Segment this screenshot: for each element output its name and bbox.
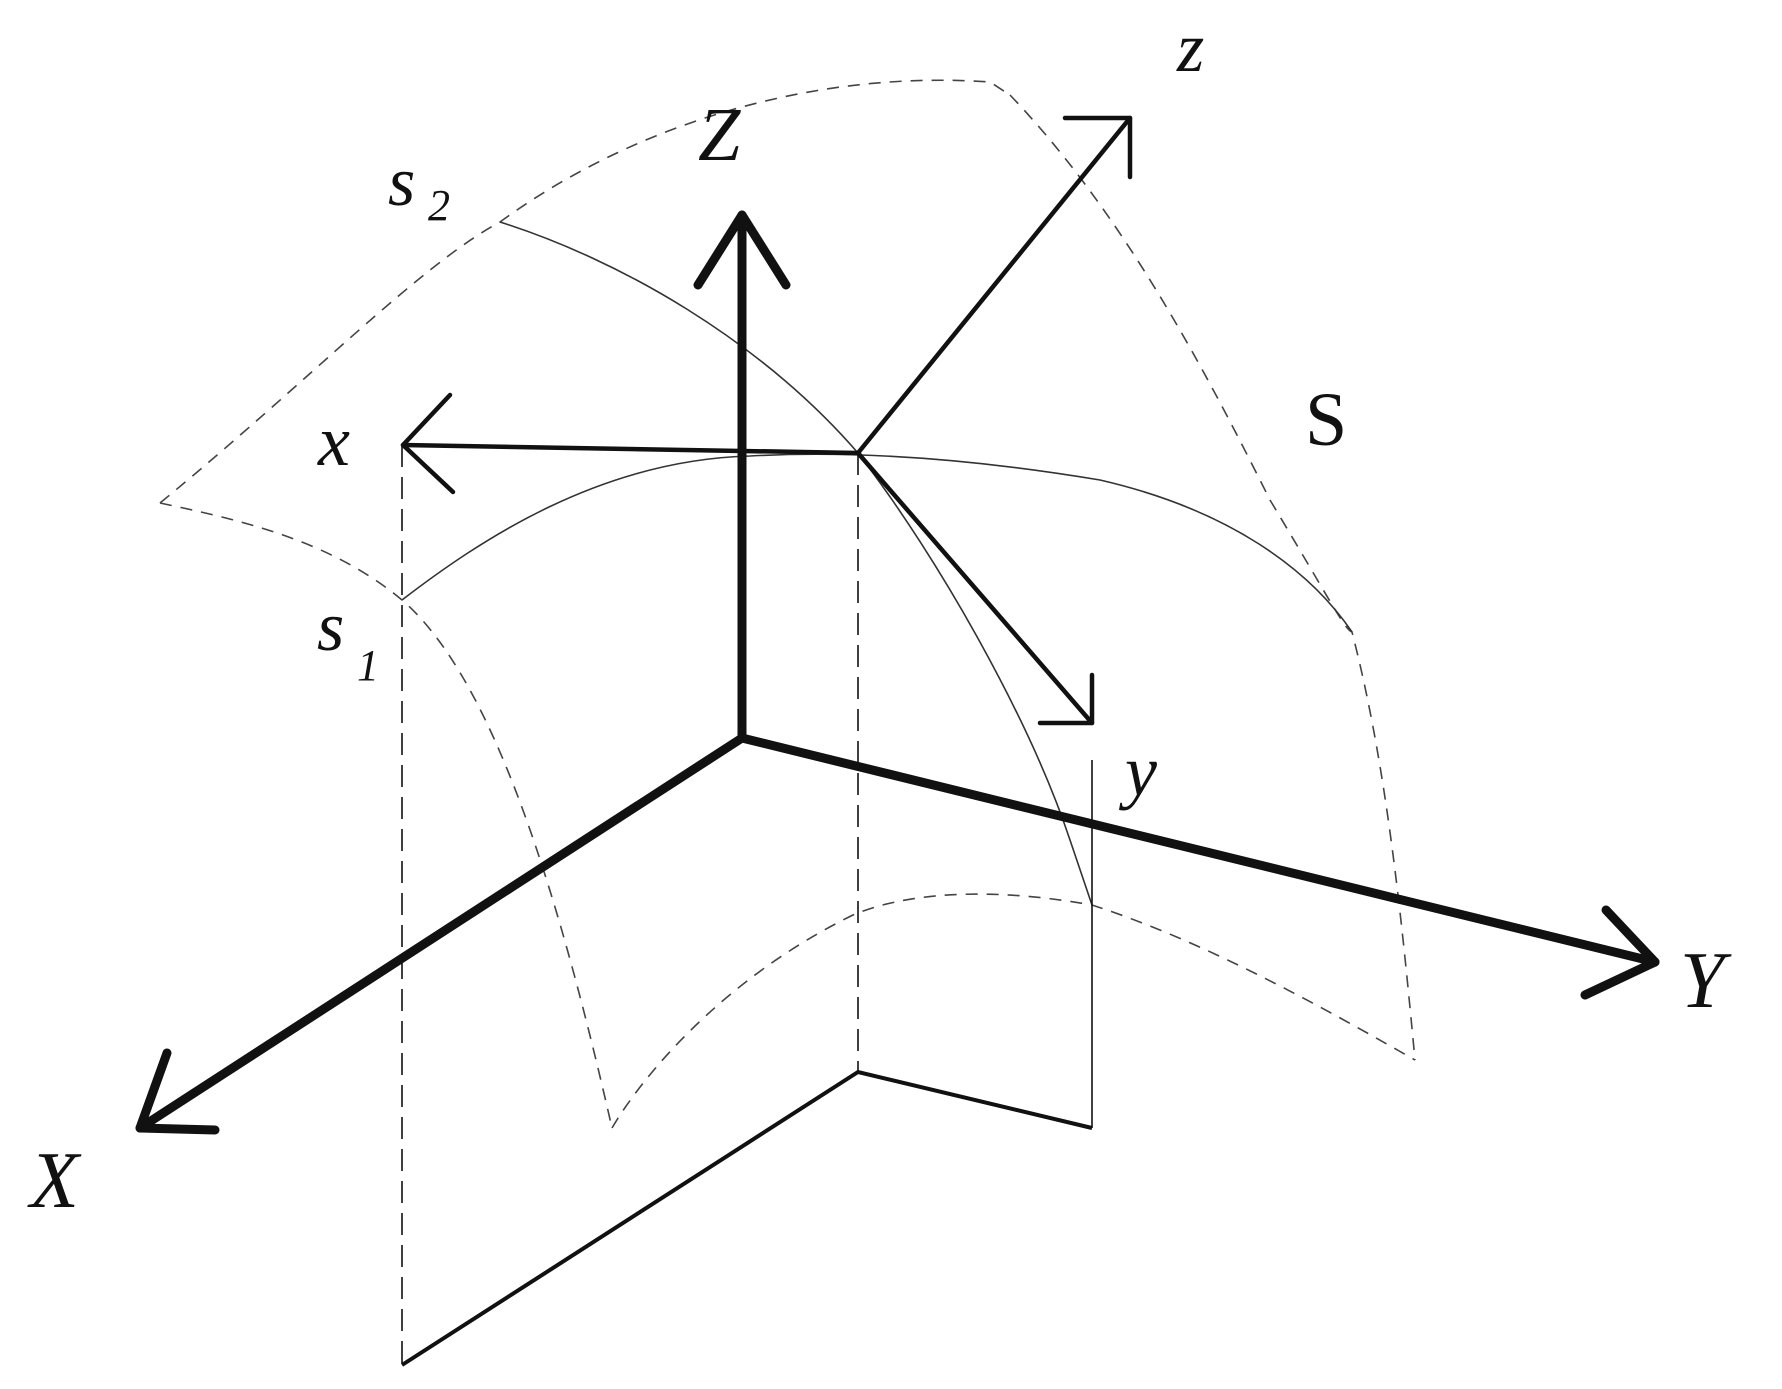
label-world-y: Y [1680, 937, 1732, 1025]
local-x-arrowhead [400, 392, 456, 495]
label-world-x: X [27, 1137, 82, 1225]
footprint-line [400, 1069, 1093, 1367]
world-y-arrowhead [1580, 905, 1660, 1000]
local-y-axis [855, 450, 1095, 726]
local-z-arrowhead [1062, 115, 1133, 180]
label-s1: s [317, 589, 344, 666]
curve-s1 [401, 453, 1353, 633]
label-local-y: y [1118, 731, 1157, 811]
local-z-axis [855, 115, 1133, 456]
world-y-axis [737, 733, 1660, 967]
world-x-arrowhead [135, 1048, 220, 1135]
label-surface: S [1305, 378, 1347, 462]
surface-top-edge [159, 79, 1011, 504]
world-x-axis [135, 733, 747, 1133]
surface-bottom-curve [611, 893, 1416, 1129]
label-s1-index: 1 [357, 641, 379, 690]
surface-right-edge [1009, 94, 1416, 1061]
label-s2-index: 2 [428, 181, 450, 230]
surface-left-edge [159, 502, 613, 1129]
local-y-arrowhead [1037, 672, 1095, 726]
label-world-z: Z [698, 93, 741, 177]
world-z-arrowhead [693, 210, 791, 290]
label-s2: s [388, 144, 415, 221]
local-x-axis [400, 442, 861, 456]
label-local-x: x [317, 401, 350, 481]
label-local-z: z [1176, 10, 1204, 87]
